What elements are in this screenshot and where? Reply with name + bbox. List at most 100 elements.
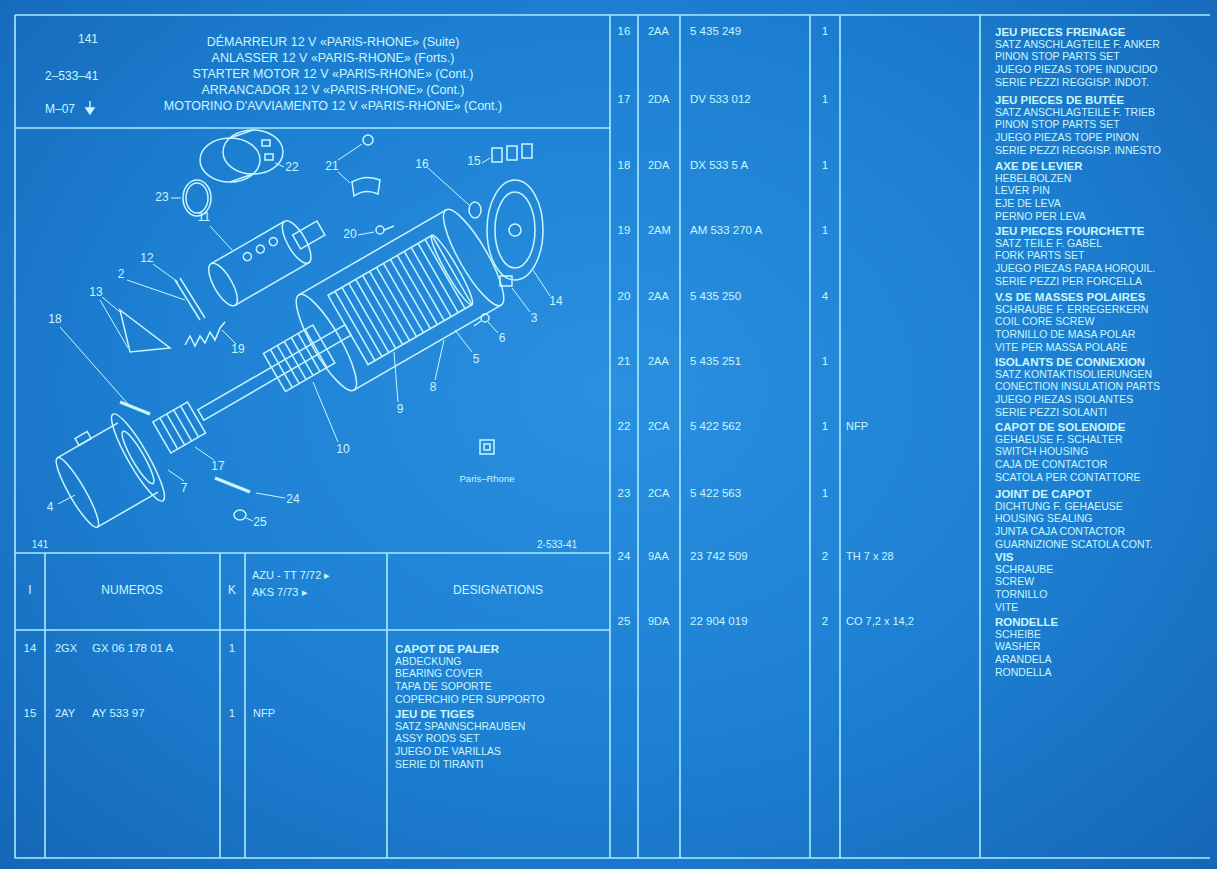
solenoid-cap [230, 174, 253, 182]
item-number: 16 [618, 25, 631, 38]
quantity: 1 [822, 93, 828, 106]
part-number: DX 533 5 A [690, 159, 748, 172]
callout-number: 9 [397, 403, 404, 416]
quantity: 1 [822, 355, 828, 368]
designation-heading: RONDELLE [995, 616, 1058, 629]
callout-number: 16 [415, 158, 428, 171]
callout-number: 11 [198, 211, 210, 224]
group-code: 2AA [648, 25, 669, 37]
coil-core-screw [376, 226, 394, 234]
solenoid-cap [223, 130, 283, 174]
title-line: ARRANCADOR 12 V «PARIS-RHONE» (Cont.) [201, 84, 464, 98]
callout-number: 2 [118, 268, 125, 281]
small-parts [474, 321, 481, 326]
solenoid [203, 207, 333, 310]
field-housing-armature [335, 239, 465, 360]
remark: NFP [253, 707, 275, 719]
quantity: 1 [822, 420, 828, 433]
callout-number: 5 [473, 353, 480, 366]
leader-line [58, 144, 550, 521]
header-box: 1412–533–41M–07DÉMARREUR 12 V «PARiS-RHO… [15, 15, 610, 128]
stop-washer [469, 202, 481, 218]
callout-number: 12 [140, 252, 153, 265]
brushes [492, 148, 502, 162]
callout-number: 24 [286, 493, 299, 506]
table-header: AZU - TT 7/72 ▸ [252, 569, 330, 581]
part-number: 23 742 509 [690, 550, 748, 563]
page-number: 141 [32, 539, 49, 550]
callout-number: 15 [467, 155, 480, 168]
leader-line [58, 495, 75, 504]
small-parts [474, 276, 512, 326]
table-header: DESIGNATIONS [453, 584, 543, 597]
fork-and-lever [180, 278, 205, 318]
field-housing-armature [134, 203, 513, 485]
item-number: 19 [618, 224, 631, 237]
part-number: 5 422 563 [690, 487, 741, 500]
designation-line: SERIE PEZZI SOLANTI [995, 407, 1107, 419]
designation-line: COPERCHIO PER SUPPORTO [395, 694, 545, 706]
leader-line [533, 270, 550, 296]
bolt-washer [215, 478, 250, 492]
designation-line: SERIE DI TIRANTI [395, 759, 484, 771]
leader-line [102, 297, 120, 312]
group-code: 2CA [648, 487, 669, 499]
callout-number: 4 [47, 501, 54, 514]
solenoid [268, 236, 279, 247]
starter-illustration [45, 130, 543, 540]
grid-line [15, 15, 1210, 858]
quantity: 1 [822, 487, 828, 500]
designation-line: TORNILLO [995, 589, 1047, 601]
remark: NFP [846, 420, 868, 432]
group-code: 2GX [55, 642, 77, 654]
designation-line: PERNO PER LEVA [995, 211, 1086, 223]
group-code: 9AA [648, 550, 669, 562]
drive-end-housing [118, 429, 158, 487]
callout-number: 14 [549, 295, 562, 308]
grid-line [44, 553, 46, 858]
item-number: 23 [618, 487, 631, 500]
designation-line: JUEGO PIEZAS TOPE PINON [995, 132, 1139, 144]
designation-line: ABDECKUNG [395, 656, 462, 668]
designation-line: JUEGO PIEZAS TOPE INDUCIDO [995, 64, 1157, 76]
designation-line: TAPA DE SOPORTE [395, 681, 492, 693]
leader-line [60, 327, 128, 404]
designation-line: WASHER [995, 641, 1041, 653]
grid-line [679, 15, 681, 858]
drive-end-housing [104, 409, 171, 506]
grid-line [244, 553, 246, 858]
table-header: AKS 7/73 ▸ [252, 586, 308, 598]
designation-heading: ISOLANTS DE CONNEXION [995, 356, 1145, 369]
group-code: 2AM [648, 224, 671, 236]
spring [185, 322, 225, 346]
designation-line: PINON STOP PARTS SET [995, 119, 1120, 131]
leader-line [246, 518, 253, 521]
table-header: NUMEROS [101, 584, 162, 597]
stop-washer [469, 202, 481, 218]
designation-heading: CAPOT DE SOLENOIDE [995, 421, 1125, 434]
grid-line [14, 15, 16, 858]
designation-line: FORK PARTS SET [995, 250, 1084, 262]
field-housing-armature [160, 406, 199, 449]
field-housing-armature [270, 329, 327, 387]
leader-line [488, 322, 498, 333]
designation-line: ARANDELA [995, 654, 1052, 666]
leader-line [313, 382, 338, 442]
designation-line: SCREW [995, 576, 1034, 588]
group-code: 2CA [648, 420, 669, 432]
cap-gasket [186, 183, 208, 213]
quantity: 4 [822, 290, 828, 303]
fork-and-lever [120, 310, 170, 352]
table-header: I [28, 584, 31, 597]
field-housing-armature [153, 402, 206, 453]
maker-symbol [480, 440, 494, 454]
callout-number: 17 [211, 460, 224, 473]
remark: CO 7,2 x 14,2 [846, 615, 914, 627]
designation-line: COIL CORE SCREW [995, 316, 1094, 328]
grid-line [637, 15, 639, 858]
designation-heading: CAPOT DE PALIER [395, 643, 499, 656]
callout-number: 19 [231, 343, 244, 356]
designation-line: HOUSING SEALING [995, 513, 1092, 525]
leader-line [338, 144, 362, 160]
leader-line [428, 168, 469, 205]
